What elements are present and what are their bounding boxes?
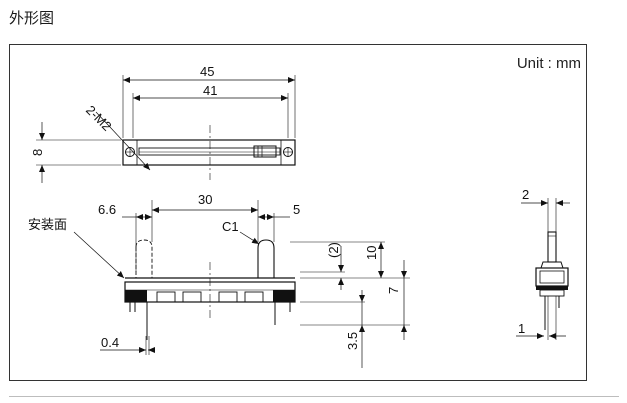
dim-3-5-label: 3.5 [345, 332, 360, 350]
front-view [73, 200, 410, 368]
side-view [516, 198, 570, 340]
dim-5-label: 5 [293, 202, 300, 217]
dim-45-label: 45 [200, 64, 214, 79]
hole-callout-label: 2-M2 [83, 102, 115, 134]
dim-0-4-label: 0.4 [101, 335, 119, 350]
dim-30-label: 30 [198, 192, 212, 207]
bottom-divider [9, 396, 619, 397]
chamfer-label: C1 [222, 219, 239, 234]
side-dim-1-label: 1 [518, 321, 525, 336]
drawing-frame [9, 44, 587, 381]
top-view [36, 75, 296, 183]
section-heading: 外形图 [9, 9, 55, 27]
dim-7-label: 7 [386, 287, 401, 294]
dim-8-label: 8 [30, 149, 45, 156]
side-dim-2-label: 2 [522, 187, 529, 202]
unit-label: Unit : mm [516, 55, 581, 72]
dim-41-label: 41 [203, 83, 217, 98]
dim-10-label: 10 [364, 246, 379, 260]
dim-6-6-label: 6.6 [98, 202, 116, 217]
mount-surface-label: 安装面 [28, 218, 67, 233]
dim-2-paren-label: (2) [326, 242, 341, 258]
